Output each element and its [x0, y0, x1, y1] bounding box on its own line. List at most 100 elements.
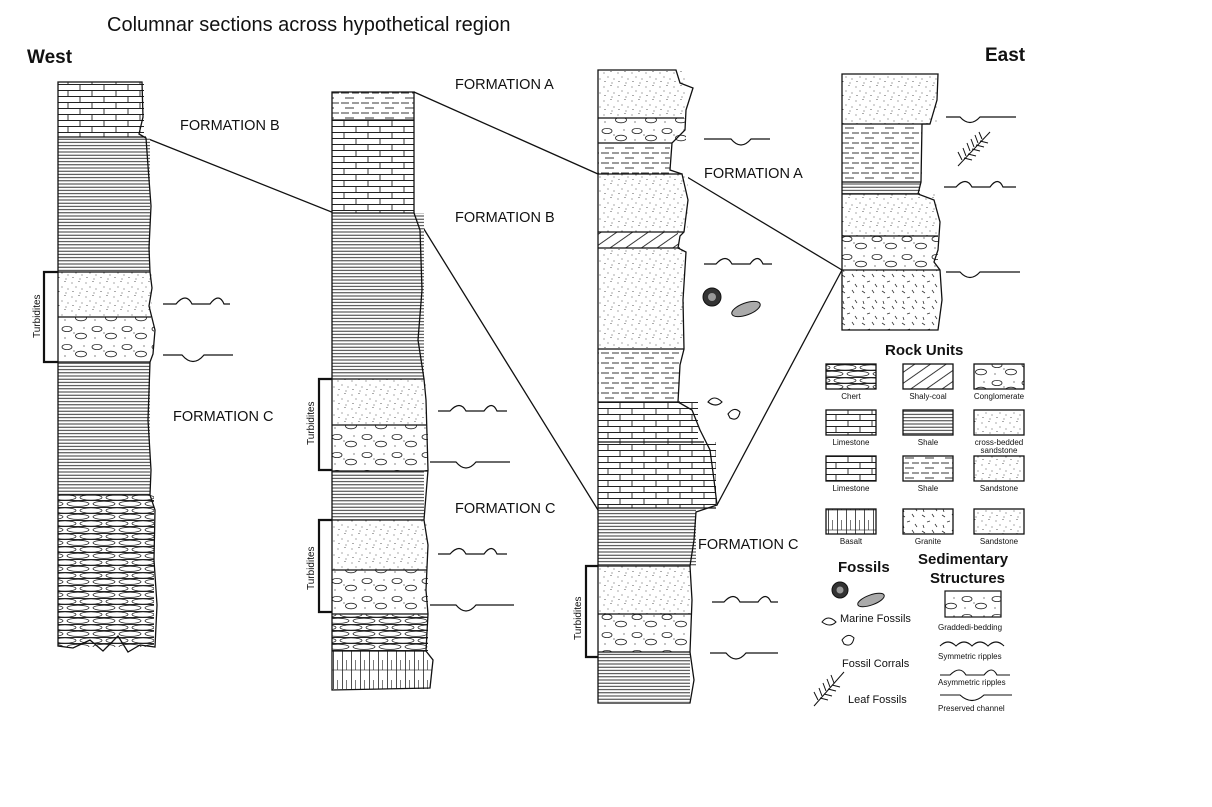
shale-layer: [598, 508, 696, 566]
legend-swatch: [973, 363, 1025, 390]
formation-c-label: FORMATION C: [173, 409, 273, 425]
structure-symbols: [163, 116, 1020, 660]
section-column-2: [331, 91, 434, 691]
legend-marine-fossils-icon: [831, 581, 885, 608]
legend-rock-unit-sandstone: Sandstone: [973, 508, 1025, 546]
shale-layer: [842, 124, 922, 182]
turbidites-label: Turbidites: [32, 294, 43, 338]
sandstone-layer: [598, 566, 690, 614]
legend-swatch: [973, 508, 1025, 535]
sandstone-layer: [332, 379, 426, 425]
legend-swatch: [825, 508, 877, 535]
legend-rock-unit-limestone: Limestone: [825, 409, 877, 447]
legend-preserved-channel-label: Preserved channel: [938, 704, 1005, 713]
legend-rock-unit-shale-dash: Shale: [902, 455, 954, 493]
legend-leaf-fossil-icon: [813, 671, 845, 707]
preserved-channel-icon: [430, 604, 514, 612]
granite-layer: [842, 270, 938, 330]
legend-rock-unit-basalt: Basalt: [825, 508, 877, 546]
legend-symmetric-ripples-icon: [939, 641, 1005, 647]
rock-units-title: Rock Units: [885, 342, 963, 359]
legend-fossil-coral-icon: [821, 617, 855, 646]
limestone-layer: [598, 402, 698, 442]
shale-layer: [332, 213, 424, 379]
correlation-line-formation-a-base: [681, 173, 843, 271]
preserved-channel-icon: [710, 652, 778, 660]
sandstone-layer: [332, 520, 428, 570]
legend-rock-unit-label: Sandstone: [980, 537, 1019, 546]
column-outline: [597, 69, 718, 704]
sandstone-layer: [842, 74, 938, 124]
legend-swatch: [902, 409, 954, 436]
preserved-channel-icon: [704, 138, 770, 146]
turbidites-brackets: Turbidites Turbidites Turbidites Turbidi…: [32, 270, 598, 659]
turbidites-label: Turbidites: [306, 546, 317, 590]
legend-rock-unit-coal: Shaly-coal: [902, 363, 954, 401]
legend-rock-unit-label: Shaly-coal: [909, 392, 947, 401]
column-outline: [57, 81, 158, 653]
shale-layer: [842, 182, 920, 194]
shell-fossil-icon: [731, 300, 761, 318]
chert-layer: [58, 495, 154, 647]
shale-layer: [332, 92, 414, 120]
asymmetric-ripples-icon: [712, 595, 778, 603]
legend-swatch: [902, 363, 954, 390]
conglomerate-layer: [332, 570, 428, 614]
legend-asymmetric-ripples-icon: [940, 669, 1010, 676]
section-column-3: [597, 69, 718, 704]
shale-layer: [598, 652, 690, 702]
legend-rock-unit-limestone: Limestone: [825, 455, 877, 493]
limestone-layer: [58, 82, 144, 137]
legend-rock-unit-shale: Shale: [902, 409, 954, 447]
shale-layer: [58, 362, 150, 495]
correlation-lines: [145, 91, 843, 511]
west-label: West: [27, 47, 73, 68]
legend-rock-unit-label: Chert: [841, 392, 861, 401]
fossil-symbols: [702, 131, 991, 420]
legend-swatch: [902, 508, 954, 535]
ammonite-fossil-icon: [702, 287, 722, 307]
legend-asymmetric-ripples-label: Asymmetric ripples: [938, 678, 1006, 687]
legend-rock-unit-label: Sandstone: [980, 484, 1019, 493]
formation-b-label: FORMATION B: [455, 210, 555, 226]
shaly-coal-layer: [598, 232, 678, 248]
legend-rock-unit-label: cross-bedded: [975, 438, 1023, 447]
shale-layer: [598, 143, 670, 174]
shale-layer: [58, 137, 150, 272]
legend-fossil-corals-label: Fossil Corrals: [842, 658, 910, 670]
legend-rock-unit-label: Shale: [918, 484, 939, 493]
conglomerate-layer: [58, 317, 154, 362]
sedimentary-structures-title: Sedimentary: [918, 551, 1009, 568]
asymmetric-ripples-icon: [438, 547, 507, 555]
formation-b-label: FORMATION B: [180, 118, 280, 134]
legend-rock-unit-label: Basalt: [840, 537, 863, 546]
asymmetric-ripples-icon: [944, 180, 1016, 188]
asymmetric-ripples-icon: [438, 404, 507, 412]
east-label: East: [985, 45, 1026, 66]
sandstone-layer: [58, 272, 152, 317]
legend-leaf-fossils-label: Leaf Fossils: [848, 694, 907, 706]
legend-rock-unit-label: Granite: [915, 537, 942, 546]
legend-graded-bedding-swatch: [944, 590, 1002, 618]
legend-rock-unit-label: Limestone: [833, 484, 870, 493]
legend-marine-fossils-label: Marine Fossils: [840, 613, 911, 625]
legend-swatch: [825, 455, 877, 482]
diagram-title: Columnar sections across hypothetical re…: [107, 14, 511, 36]
sedimentary-structures-title: Structures: [930, 570, 1005, 587]
turbidites-label: Turbidites: [306, 401, 317, 445]
leaf-fossil-icon: [957, 131, 991, 167]
preserved-channel-icon: [946, 116, 1016, 124]
correlation-line-formation-a-top: [413, 91, 599, 175]
section-column-west: [57, 81, 158, 653]
legend-rock-unit-chert: Chert: [825, 363, 877, 401]
formation-c-label: FORMATION C: [455, 501, 555, 517]
legend-preserved-channel-icon: [940, 694, 1012, 702]
cross-bedded-sandstone-layer: [598, 174, 688, 232]
shale-layer: [598, 349, 680, 402]
formation-c-label: FORMATION C: [698, 537, 798, 553]
correlation-line-formation-b-east: [716, 269, 843, 506]
